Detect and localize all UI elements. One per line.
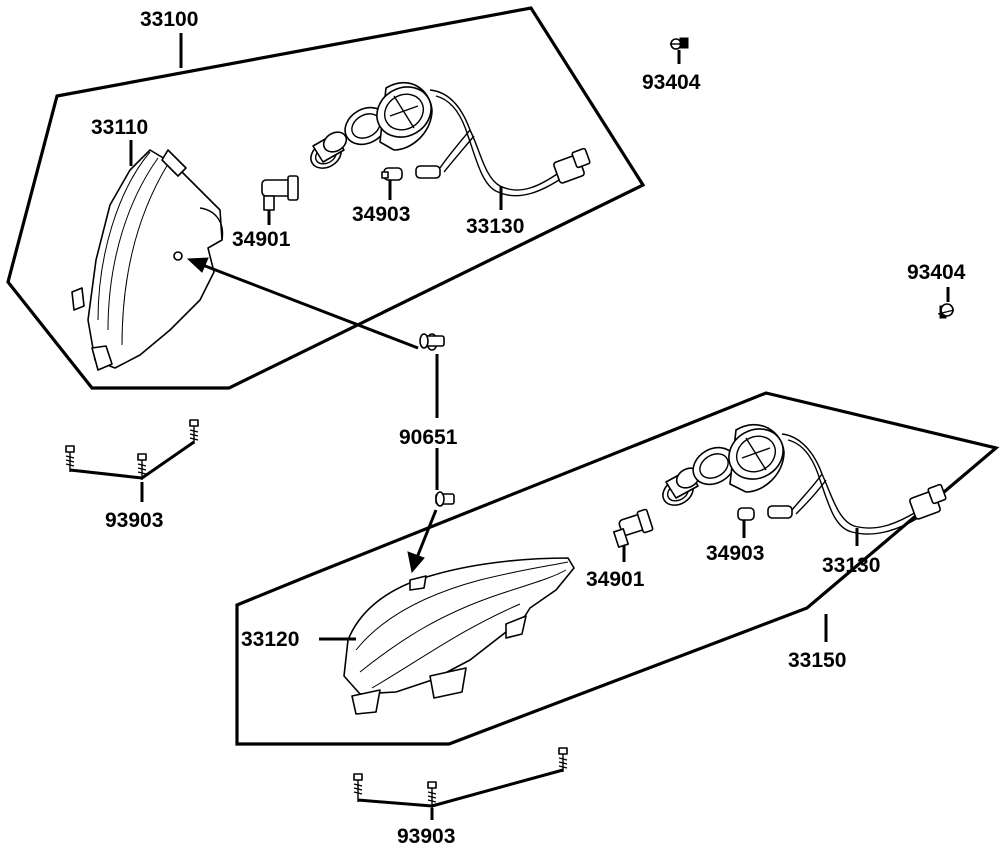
headlight-33110 bbox=[71, 149, 224, 371]
arrow-to-headlight-lower bbox=[407, 509, 438, 574]
screw-93404-top bbox=[670, 37, 689, 50]
screws-93903-upper bbox=[65, 419, 199, 480]
label-90651: 90651 bbox=[399, 426, 458, 449]
label-33150: 33150 bbox=[788, 649, 846, 672]
label-34903-upper: 34903 bbox=[352, 203, 410, 226]
bulb-34903-upper bbox=[381, 167, 403, 181]
label-93404-right: 93404 bbox=[907, 261, 966, 284]
bulb-34901-lower bbox=[612, 508, 654, 548]
bulb-34901-upper bbox=[261, 175, 299, 211]
grommet-90651-lower bbox=[435, 491, 455, 507]
bulb-34903-lower bbox=[737, 507, 755, 521]
label-33120: 33120 bbox=[241, 628, 299, 651]
label-34903-lower: 34903 bbox=[706, 542, 764, 565]
label-34901-upper: 34901 bbox=[232, 228, 291, 251]
label-34901-lower: 34901 bbox=[586, 568, 645, 591]
arrow-to-headlight-upper bbox=[186, 257, 419, 350]
label-33130-lower: 33130 bbox=[822, 554, 880, 577]
label-93404-top: 93404 bbox=[642, 71, 701, 94]
label-33130-upper: 33130 bbox=[466, 215, 524, 238]
assembly-outline-33100 bbox=[6, 6, 646, 390]
screws-93903-lower bbox=[353, 747, 568, 808]
grommet-90651-upper bbox=[419, 333, 445, 351]
label-93903-upper: 93903 bbox=[105, 509, 163, 532]
socket-ring-upper bbox=[310, 131, 348, 169]
reflector-socket-lower bbox=[692, 424, 785, 493]
reflector-socket-upper bbox=[344, 82, 433, 151]
harness-33130-upper bbox=[415, 89, 591, 197]
label-33100: 33100 bbox=[140, 8, 198, 31]
harness-33130-lower bbox=[767, 433, 947, 535]
assembly-outline-33150 bbox=[235, 391, 1000, 746]
screw-93404-right bbox=[937, 303, 955, 319]
label-33110: 33110 bbox=[91, 116, 148, 139]
label-93903-lower: 93903 bbox=[397, 825, 455, 848]
headlight-33120 bbox=[343, 557, 575, 715]
